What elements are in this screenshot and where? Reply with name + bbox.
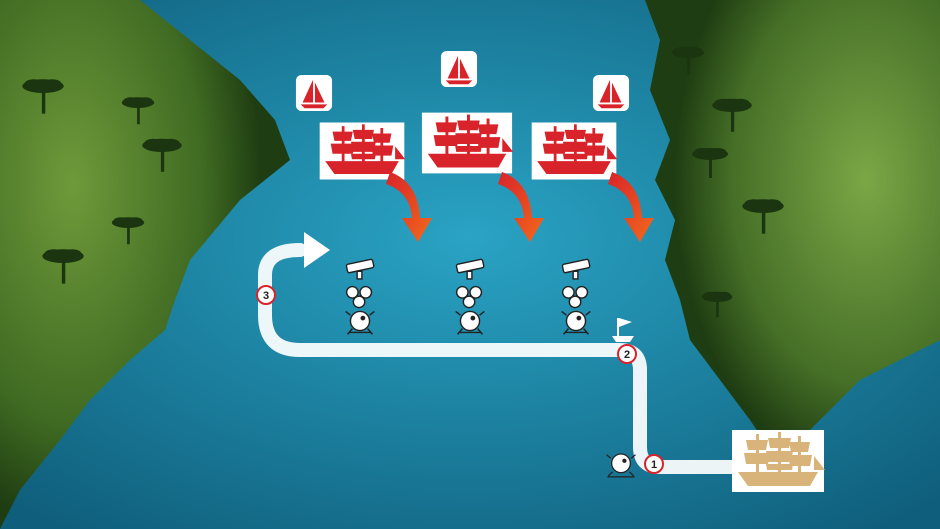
- attack-arrows: [386, 172, 654, 242]
- sailboat-icon: [592, 74, 630, 112]
- attack-arrow-icon: [608, 172, 654, 242]
- step-marker-3: 3: [256, 285, 276, 305]
- step-label-2: 2: [624, 349, 630, 361]
- flag-icon: [619, 318, 632, 327]
- tall-ship-icon: [732, 430, 825, 492]
- sailboat-icon: [295, 74, 333, 112]
- flag-marker: [612, 318, 634, 342]
- flag-pole: [617, 318, 619, 336]
- step-label-3: 3: [263, 290, 269, 302]
- tall-ship-icon: [319, 122, 406, 180]
- attack-arrow-icon: [386, 172, 432, 242]
- step-label-1: 1: [651, 459, 657, 471]
- player-ship: [732, 430, 825, 492]
- attack-arrow-icon: [498, 172, 544, 242]
- flag-base: [612, 336, 634, 342]
- step-markers: 1 2 3: [256, 285, 664, 474]
- step-marker-1: 1: [644, 454, 664, 474]
- route-arrowhead-icon: [304, 232, 330, 268]
- step-marker-2: 2: [617, 344, 637, 364]
- right-landmass: [645, 0, 940, 450]
- tall-ship-icon: [421, 112, 514, 174]
- sailboat-icon: [440, 50, 478, 88]
- tall-ship-icon: [531, 122, 618, 180]
- left-landmass: [0, 0, 290, 529]
